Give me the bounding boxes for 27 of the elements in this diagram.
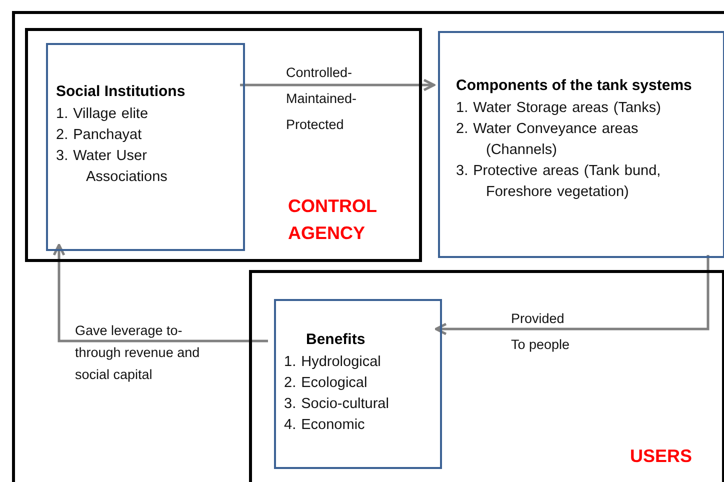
edge-label: Gave leverage to-through revenue and social capital [75, 322, 201, 384]
group-box [25, 28, 422, 262]
box-heading: Benefits [306, 331, 366, 348]
list-item: 3. Water User Associations [56, 147, 168, 188]
box-heading: Components of the tank systems [456, 77, 693, 94]
list-item: 3. Protective areas (Tank bund, Foreshore vegetation) [456, 162, 662, 202]
list-item: 4. Economic [284, 416, 366, 436]
list-item: 1. Village elite [56, 105, 150, 124]
content-box [438, 31, 724, 258]
box-heading: Social Institutions [56, 83, 186, 100]
edge-label: Controlled- Maintained- Protected [286, 64, 358, 134]
list-item: 2. Panchayat [56, 126, 143, 146]
edge-label: Provided To people [511, 310, 571, 354]
outer-frame [12, 11, 724, 482]
group-box [249, 270, 724, 482]
list-item: 3. Socio-cultural [284, 395, 390, 414]
group-label: CONTROL AGENCY [288, 195, 378, 245]
list-item: 1. Water Storage areas (Tanks) [456, 99, 662, 118]
arrow [434, 255, 710, 336]
list-item: 2. Water Conveyance areas (Channels) [456, 120, 640, 160]
arrow [240, 78, 436, 92]
content-box [274, 299, 442, 469]
list-item: 2. Ecological [284, 374, 368, 394]
arrow [52, 244, 268, 342]
list-item: 1. Hydrological [284, 353, 382, 372]
group-label: USERS [630, 445, 694, 468]
content-box [46, 43, 245, 251]
